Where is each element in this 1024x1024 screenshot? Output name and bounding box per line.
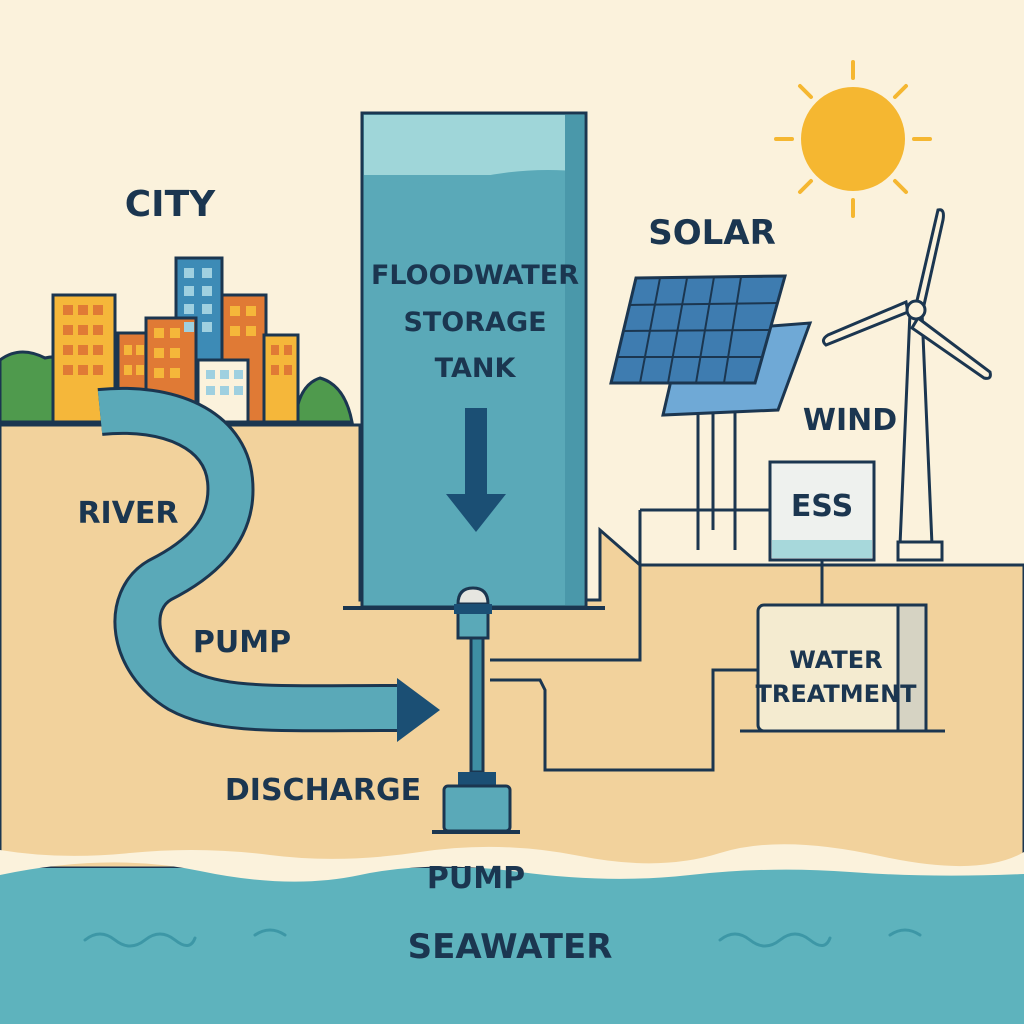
treatment-label-line1: WATER [789,646,882,674]
discharge-label: DISCHARGE [225,773,421,808]
pump-sea-label: PUMP [427,861,525,896]
wind-label: WIND [803,403,897,438]
solar-label: SOLAR [648,213,776,253]
sea [0,844,1024,1024]
connection-lines [490,508,824,772]
wind-turbine-icon [821,208,992,562]
river-arrow [397,678,440,742]
river-water [97,389,401,730]
solar-panel-icon [609,274,813,550]
discharge-pump-icon [432,586,520,834]
sun-icon [774,60,932,218]
river-label: RIVER [77,496,178,531]
pump-river-label: PUMP [193,625,291,660]
tank-label-line2: STORAGE [403,307,546,338]
ess-unit [768,460,876,562]
water-treatment-unit [740,603,945,733]
down-arrow-icon [446,408,506,532]
seawater-label: SEAWATER [408,927,613,967]
building [262,333,300,424]
treatment-label-line2: TREATMENT [755,680,917,708]
tank-label-line1: FLOODWATER [371,260,579,291]
ess-label: ESS [791,489,853,524]
city-label: CITY [125,184,216,225]
building-windows [63,268,292,395]
tank-label-line3: TANK [435,353,517,384]
